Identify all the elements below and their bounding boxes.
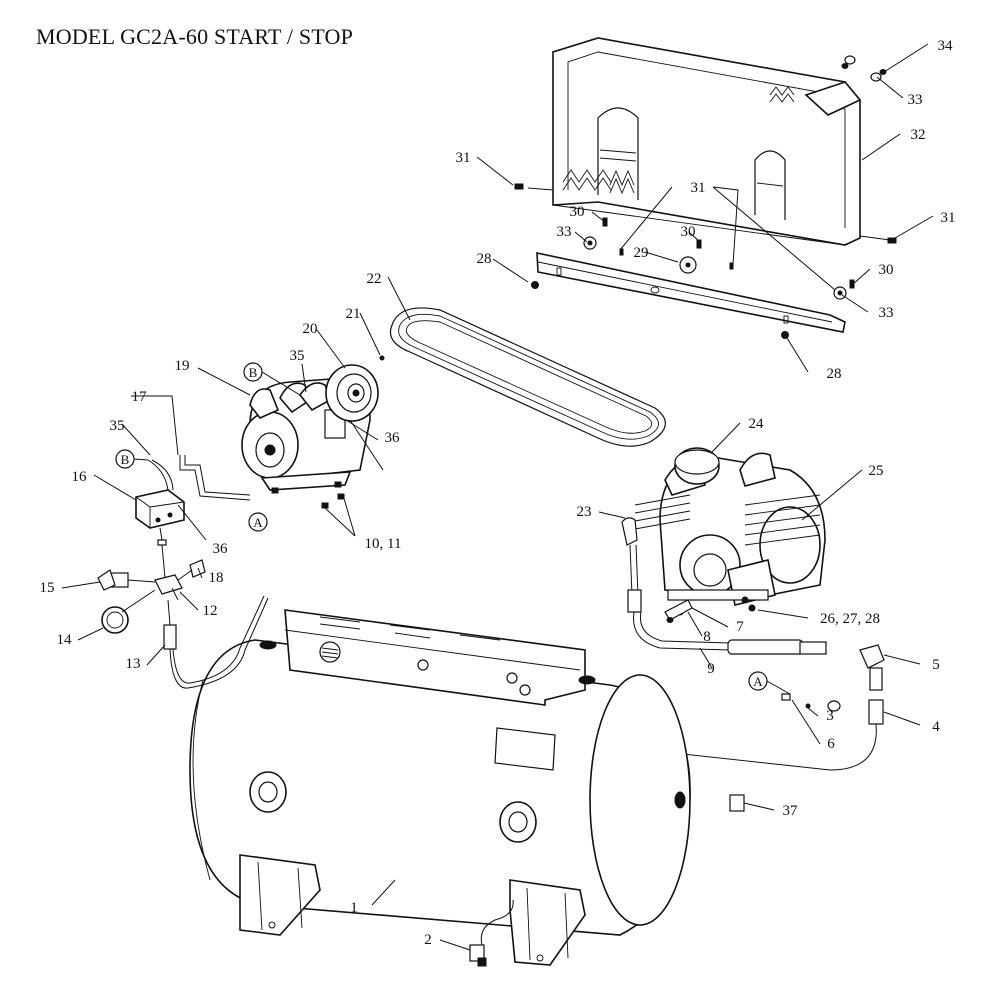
callout-7: 7 (736, 619, 744, 635)
callout-21: 21 (346, 306, 361, 322)
callout-20: 20 (303, 321, 318, 337)
callout-9: 9 (707, 661, 715, 677)
callout-13: 13 (126, 656, 141, 672)
callout-34: 34 (938, 38, 954, 54)
callout-8: 8 (703, 629, 711, 645)
callout-24: 24 (749, 416, 765, 432)
callout-16: 16 (72, 469, 88, 485)
callout-1: 1 (350, 900, 358, 916)
callout-4: 4 (932, 719, 940, 735)
connector-B-switch: B (115, 449, 135, 469)
air-filter (674, 447, 720, 485)
callout-17: 17 (132, 389, 148, 405)
callout-35-switch: 35 (110, 418, 125, 434)
callout-31-right: 31 (941, 210, 956, 226)
connector-A-lead (766, 680, 791, 695)
callout-19: 19 (175, 358, 190, 374)
callout-6: 6 (827, 736, 835, 752)
callout-29: 29 (634, 245, 649, 261)
callout-33-top: 33 (908, 92, 923, 108)
connector-A-top: A (248, 512, 268, 532)
callout-33-right: 33 (879, 305, 894, 321)
connector-B-lead (261, 371, 301, 396)
callout-3: 3 (826, 708, 834, 724)
connector-B-lead-switch (133, 458, 149, 461)
pressure-switch (135, 489, 185, 546)
callout-36-switch: 36 (213, 541, 229, 557)
callout-10-11: 10, 11 (365, 536, 402, 552)
callout-25: 25 (869, 463, 884, 479)
callout-31-left: 31 (456, 150, 471, 166)
callout-28-bracket-right: 28 (827, 366, 842, 382)
callout-14: 14 (57, 632, 73, 648)
leader-36-motor (345, 419, 379, 441)
drive-belt (389, 307, 666, 447)
connector-label: A (753, 674, 763, 689)
callout-30-center: 30 (681, 224, 696, 240)
pump-fittings (664, 599, 693, 623)
callout-labels: 1 2 3 4 5 6 7 8 9 10, 11 12 13 14 15 16 … (40, 38, 956, 948)
callout-5: 5 (932, 657, 940, 673)
callout-30-left: 30 (570, 204, 585, 220)
callout-15: 15 (40, 580, 55, 596)
compressor-pump (634, 452, 826, 616)
callout-37: 37 (783, 803, 799, 819)
callout-18: 18 (209, 570, 224, 586)
check-valve (599, 644, 885, 771)
belt-guard (527, 37, 891, 246)
guard-bracket (536, 252, 846, 333)
leader-35-top (301, 363, 307, 393)
callout-23: 23 (577, 504, 592, 520)
leader-lines (61, 43, 934, 951)
connector-label: B (121, 452, 130, 467)
callout-12: 12 (203, 603, 218, 619)
guard-hardware (514, 55, 897, 339)
connector-B-motor: B (243, 362, 263, 382)
power-cord (147, 455, 251, 501)
callout-30-right: 30 (879, 262, 894, 278)
callout-35-top: 35 (290, 348, 305, 364)
motor-pulley (325, 355, 385, 422)
electric-motor (241, 377, 371, 509)
callout-28-bracket-left: 28 (477, 251, 492, 267)
connector-label: B (249, 365, 258, 380)
diagram-title: MODEL GC2A-60 START / STOP (36, 24, 354, 49)
callout-33-left: 33 (557, 224, 572, 240)
connector-label: A (253, 515, 263, 530)
air-tank (189, 609, 745, 967)
callout-2: 2 (424, 932, 432, 948)
pressure-manifold (97, 544, 269, 689)
connector-A-bottom: A (748, 671, 768, 691)
callout-36-motor: 36 (385, 430, 401, 446)
callout-31-center: 31 (691, 180, 706, 196)
callout-32: 32 (911, 127, 926, 143)
callout-26-27-28: 26, 27, 28 (820, 611, 880, 627)
discharge-tube (621, 517, 827, 655)
callout-22: 22 (367, 271, 382, 287)
